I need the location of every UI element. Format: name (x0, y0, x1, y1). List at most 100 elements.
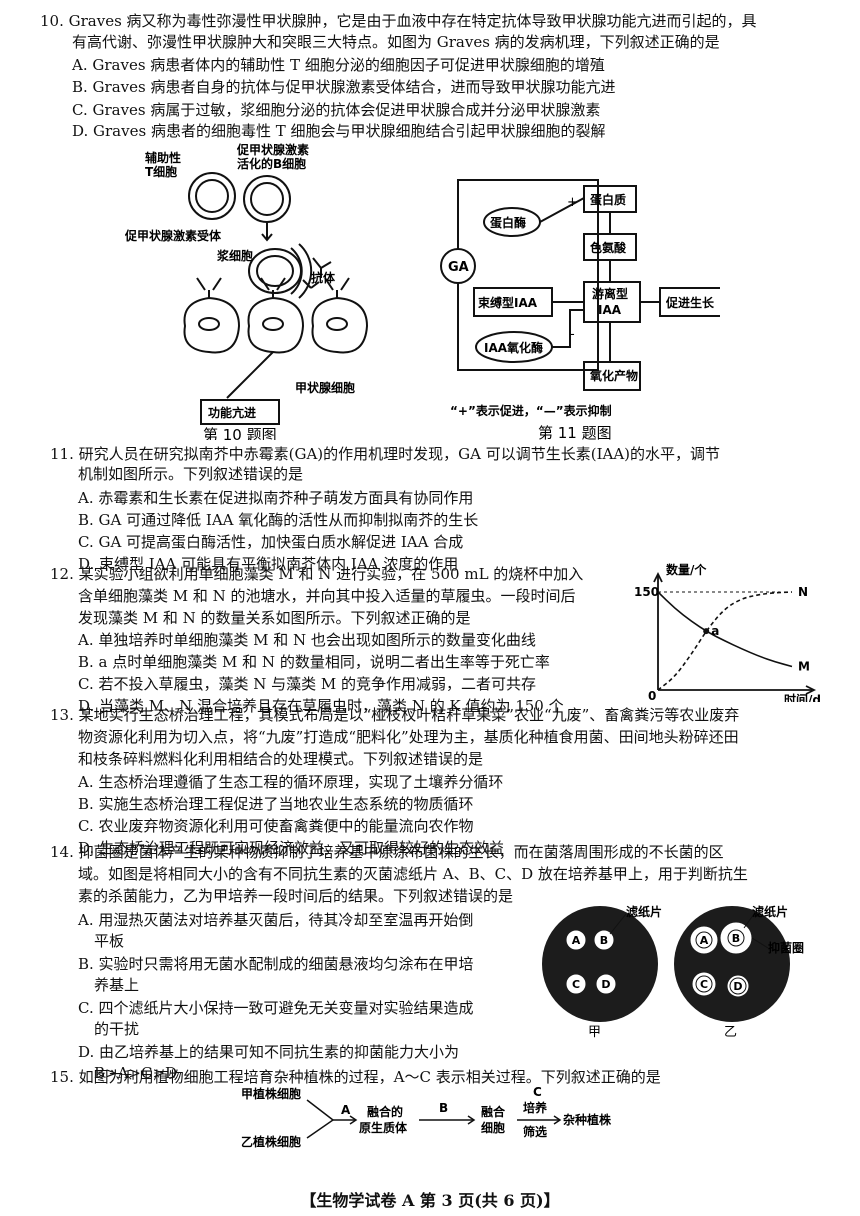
q15-screen: 筛选 (523, 1124, 547, 1139)
q12-chart: 数量/个 150 0 时间/d N Ma (634, 562, 821, 702)
q15-hybrid: 杂种植株 (563, 1112, 612, 1127)
q11-free-iaa-label-1: 游离型 (592, 286, 628, 301)
q11-tryptophan-label: 色氨酸 (590, 240, 627, 255)
q12-stem-line3: 发现藻类 M 和 N 的数量关系如图所示。下列叙述正确的是 (78, 609, 471, 627)
q14-figure: A B C D A B C D 滤纸片 滤纸片 抑菌圈 甲 乙 (542, 904, 804, 1040)
q10-helper-t-label-1: 辅助性 (145, 150, 181, 165)
point-a (703, 628, 710, 635)
q14-jia-caption: 甲 (588, 1025, 601, 1040)
q10-option-b: B. Graves 病患者自身的抗体与促甲状腺激素受体结合，进而导致甲状腺功能亢… (72, 78, 616, 96)
series-N-label: N (798, 585, 808, 599)
q10-bcell-label-2: 活化的B细胞 (237, 156, 306, 171)
q10-antibody-label: 抗体 (311, 270, 336, 285)
q14-option-d-line1: D. 由乙培养基上的结果可知不同抗生素的抑菌能力大小为 (78, 1043, 460, 1061)
q12-option-c: C. 若不投入草履虫，藻类 N 与藻类 M 的竞争作用减弱，二者可共存 (78, 675, 537, 693)
q10-thyroid-label: 甲状腺细胞 (295, 380, 355, 395)
q14-option-c-line1: C. 四个滤纸片大小保持一致可避免无关变量对实验结果造成 (78, 999, 474, 1017)
q12-ytick-150: 150 (634, 585, 659, 599)
q15-fused-2: 原生质体 (359, 1120, 408, 1135)
yi-label-c: C (700, 978, 708, 991)
q11-option-a: A. 赤霉素和生长素在促进拟南芥种子萌发方面具有协同作用 (78, 489, 474, 507)
q12-origin: 0 (648, 689, 656, 702)
q13-option-a: A. 生态桥治理遵循了生态工程的循环原理，实现了土壤养分循环 (78, 773, 504, 791)
q10-option-a: A. Graves 病患者体内的辅助性 T 细胞分泌的细胞因子可促进甲状腺细胞的… (72, 56, 605, 74)
q13-option-d: D. 生态桥治理工程既可实现经济效益，又可取得较好的生态效益 (78, 839, 505, 857)
q10-option-d: D. Graves 病患者的细胞毒性 T 细胞会与甲状腺细胞结合引起甲状腺细胞的… (72, 122, 606, 140)
q14-option-b-line2: 养基上 (94, 976, 140, 994)
yi-label-d: D (733, 980, 742, 993)
q10-figure: 辅助性 T细胞 促甲状腺激素 活化的B细胞 促甲状腺激素受体 浆细胞 抗体 甲状… (124, 142, 369, 440)
q12-option-b: B. a 点时单细胞藻类 M 和 N 的数量相同，说明二者出生率等于死亡率 (78, 653, 550, 671)
q11-stem-line2: 机制如图所示。下列叙述错误的是 (78, 465, 304, 483)
q15-step-a: A (341, 1103, 351, 1117)
q10-receptor-label: 促甲状腺激素受体 (124, 228, 222, 243)
q13-option-c: C. 农业废弃物资源化利用可使畜禽粪便中的能量流向农作物 (78, 817, 474, 835)
q12-option-a: A. 单独培养时单细胞藻类 M 和 N 也会出现如图所示的数量变化曲线 (78, 631, 536, 649)
q14-option-d-line2: B>A>C>D (94, 1064, 178, 1082)
q15-fused-1: 融合的 (367, 1104, 403, 1119)
q13-option-b: B. 实施生态桥治理工程促进了当地农业生态系统的物质循环 (78, 795, 474, 813)
q14-stem-line2: 域。如图是将相同大小的含有不同抗生素的灭菌滤纸片 A、B、C、D 放在培养基甲上… (78, 865, 748, 883)
q14-yi-caption: 乙 (724, 1025, 737, 1040)
q13-stem-line2: 物资源化利用为切入点，将“九废”打造成“肥料化”处理为主，基质化种植食用菌、田间… (78, 728, 739, 746)
q11-product-label: 氧化产物 (589, 368, 638, 383)
q15-figure: 甲植株细胞 乙植株细胞 A 融合的 原生质体 B 融合 细胞 C 培养 筛选 杂… (241, 1086, 612, 1149)
q14-option-a-line2: 平板 (94, 932, 125, 950)
q15-culture: 培养 (523, 1100, 547, 1115)
q11-oxidase-label: IAA氧化酶 (484, 340, 543, 355)
q13-stem-line1: 13. 某地实行生态桥治理工程，其模式布局是以“桠枝杈叶秸秆草果菜”农业“九废”… (50, 706, 740, 724)
q11-option-d: D. 束缚型 IAA 可能具有平衡拟南芥体内 IAA 浓度的作用 (78, 555, 459, 573)
series-M-line (657, 591, 793, 668)
q14-option-c-line2: 的干扰 (94, 1020, 140, 1038)
q10-result-label: 功能亢进 (208, 405, 256, 420)
q11-figure: GA 蛋白酶 蛋白质 色氨酸 束缚型IAA 游离型 IAA 促进生长 IAA氧化… (440, 179, 720, 440)
series-N-line (657, 591, 793, 691)
q10-plasma-label: 浆细胞 (216, 248, 253, 263)
yi-label-a: A (700, 934, 709, 947)
q11-ga-label: GA (448, 260, 469, 275)
q14-filter-label-jia: 滤纸片 (626, 904, 662, 919)
page-footer: 【生物学试卷 A 第 3 页(共 6 页)】 (300, 1191, 560, 1210)
jia-label-b: B (600, 934, 608, 947)
q11-caption: 第 11 题图 (538, 424, 612, 440)
q11-free-iaa-label-2: IAA (598, 303, 622, 317)
yi-label-b: B (732, 932, 740, 945)
q11-bound-iaa-label: 束缚型IAA (477, 295, 538, 310)
jia-label-a: A (572, 934, 581, 947)
q10-stem-line1: 10. Graves 病又称为毒性弥漫性甲状腺肿，它是由于血液中存在特定抗体导致… (40, 12, 757, 30)
q10-bcell-label-1: 促甲状腺激素 (236, 142, 309, 157)
q15-stem: 15. 如图为利用植物细胞工程培育杂种植株的过程，A～C 表示相关过程。下列叙述… (50, 1068, 661, 1086)
point-a-label: a (711, 624, 719, 638)
q11-option-b: B. GA 可通过降低 IAA 氧化酶的活性从而抑制拟南芥的生长 (78, 511, 479, 529)
q15-step-b: B (439, 1101, 448, 1115)
q11-protein-label: 蛋白质 (590, 192, 626, 207)
q11-option-c: C. GA 可提高蛋白酶活性，加快蛋白质水解促进 IAA 合成 (78, 533, 464, 551)
q14-option-a-line1: A. 用湿热灭菌法对培养基灭菌后，待其冷却至室温再开始倒 (78, 911, 474, 929)
q15-cell-1: 融合 (481, 1104, 506, 1119)
jia-label-d: D (601, 978, 610, 991)
q14-stem-line1: 14. 抑菌圈是菌体产生的某种物质抑制了培养基中原涂布菌株的生长，而在菌落周围形… (50, 843, 724, 861)
q13-stem-line3: 和枝条碎料燃料化利用相结合的处理模式。下列叙述错误的是 (78, 750, 484, 768)
q12-xlabel: 时间/d (784, 692, 821, 702)
q11-plus-sign: + (567, 195, 578, 210)
q10-option-c: C. Graves 病属于过敏，浆细胞分泌的抗体会促进甲状腺合成并分泌甲状腺激素 (72, 101, 601, 119)
q12-option-d: D. 当藻类 M、N 混合培养且存在草履虫时，藻类 N 的 K 值约为 150 … (78, 697, 564, 715)
q12-ylabel: 数量/个 (666, 562, 707, 577)
q11-minus-sign: - (570, 327, 575, 342)
q10-helper-t-label-2: T细胞 (145, 164, 177, 179)
q14-zone-label: 抑菌圈 (768, 940, 804, 955)
q11-legend: “+”表示促进，“—”表示抑制 (450, 403, 612, 418)
q15-step-c: C (533, 1086, 542, 1099)
jia-label-c: C (572, 978, 580, 991)
series-M-label: M (798, 659, 810, 673)
q10-caption: 第 10 题图 (203, 426, 277, 440)
q15-plant-b: 乙植株细胞 (241, 1134, 301, 1149)
q14-stem-line3: 素的杀菌能力，乙为甲培养一段时间后的结果。下列叙述错误的是 (78, 887, 514, 905)
q12-stem-line1: 12. 某实验小组欲利用单细胞藻类 M 和 N 进行实验，在 500 mL 的烧… (50, 565, 584, 583)
q12-stem-line2: 含单细胞藻类 M 和 N 的池塘水，并向其中投入适量的草履虫。一段时间后 (78, 587, 576, 605)
q11-protease-label: 蛋白酶 (490, 215, 526, 230)
q14-option-b-line1: B. 实验时只需将用无菌水配制成的细菌悬液均匀涂布在甲培 (78, 955, 474, 973)
q11-growth-label: 促进生长 (665, 295, 715, 310)
q15-cell-2: 细胞 (481, 1120, 505, 1135)
q15-plant-a: 甲植株细胞 (241, 1086, 301, 1101)
